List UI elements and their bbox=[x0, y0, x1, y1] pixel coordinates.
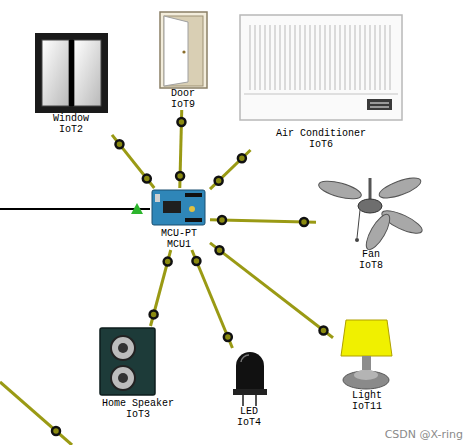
device-name: Door bbox=[171, 88, 195, 99]
stray-wire bbox=[0, 382, 72, 445]
light-device: LightIoT11 bbox=[333, 316, 401, 412]
port-dot bbox=[150, 310, 158, 318]
port-dot bbox=[215, 177, 223, 185]
device-name: Light bbox=[352, 390, 382, 401]
mcu-board-icon bbox=[152, 190, 205, 225]
device-name: Air Conditioner bbox=[276, 128, 366, 139]
cable-link bbox=[192, 250, 233, 348]
port-dot bbox=[216, 246, 224, 254]
port-dot bbox=[176, 172, 184, 180]
link-group bbox=[210, 150, 251, 189]
port-dot bbox=[164, 258, 172, 266]
link-group bbox=[210, 243, 333, 338]
speaker-icon bbox=[100, 328, 155, 395]
device-id: MCU1 bbox=[167, 239, 191, 250]
cable-link bbox=[151, 250, 171, 326]
device-id: IoT11 bbox=[352, 401, 382, 412]
device-name: LED bbox=[240, 406, 258, 417]
port-dot bbox=[115, 140, 123, 148]
cable-link bbox=[112, 135, 154, 188]
port-dot bbox=[143, 175, 151, 183]
device-id: IoT4 bbox=[237, 417, 261, 428]
device-name: Fan bbox=[362, 249, 380, 260]
air-conditioner-device: Air ConditionerIoT6 bbox=[238, 14, 404, 150]
link-group bbox=[210, 216, 316, 226]
window-icon bbox=[35, 33, 108, 113]
led-icon bbox=[233, 352, 267, 406]
speaker-device: Home SpeakerIoT3 bbox=[86, 326, 190, 420]
watermark: CSDN @X-ring bbox=[385, 428, 463, 441]
link-status-triangle bbox=[131, 203, 143, 214]
mcu-controller: MCU-PTMCU1 bbox=[148, 188, 210, 250]
door-device: DoorIoT9 bbox=[155, 10, 211, 110]
device-name: MCU-PT bbox=[161, 228, 197, 239]
window-device: WindowIoT2 bbox=[30, 32, 112, 135]
cable-link bbox=[210, 150, 251, 189]
fan-device: FanIoT8 bbox=[316, 176, 426, 271]
port-dot bbox=[238, 154, 246, 162]
lamp-icon bbox=[341, 320, 392, 389]
port-dot bbox=[319, 326, 327, 334]
uplink-wire bbox=[0, 208, 150, 210]
led-device: LEDIoT4 bbox=[226, 348, 272, 428]
device-id: IoT3 bbox=[126, 409, 150, 420]
device-id: IoT2 bbox=[59, 124, 83, 135]
door-icon bbox=[160, 12, 207, 88]
link-group bbox=[176, 110, 185, 188]
port-dot bbox=[300, 218, 308, 226]
link-group bbox=[150, 250, 172, 326]
port-dot bbox=[192, 257, 200, 265]
port-dot bbox=[177, 118, 185, 126]
device-name: Home Speaker bbox=[102, 398, 174, 409]
ceiling-fan-icon bbox=[317, 174, 425, 253]
air-conditioner-icon bbox=[240, 15, 402, 120]
link-group bbox=[192, 250, 233, 348]
device-id: IoT9 bbox=[171, 99, 195, 110]
device-id: IoT8 bbox=[359, 260, 383, 271]
port-dot bbox=[52, 427, 60, 435]
port-dot bbox=[218, 216, 226, 224]
cable-link bbox=[210, 243, 333, 338]
port-dot bbox=[224, 333, 232, 341]
device-name: Window bbox=[53, 113, 89, 124]
device-id: IoT6 bbox=[309, 139, 333, 150]
link-group bbox=[112, 135, 154, 188]
